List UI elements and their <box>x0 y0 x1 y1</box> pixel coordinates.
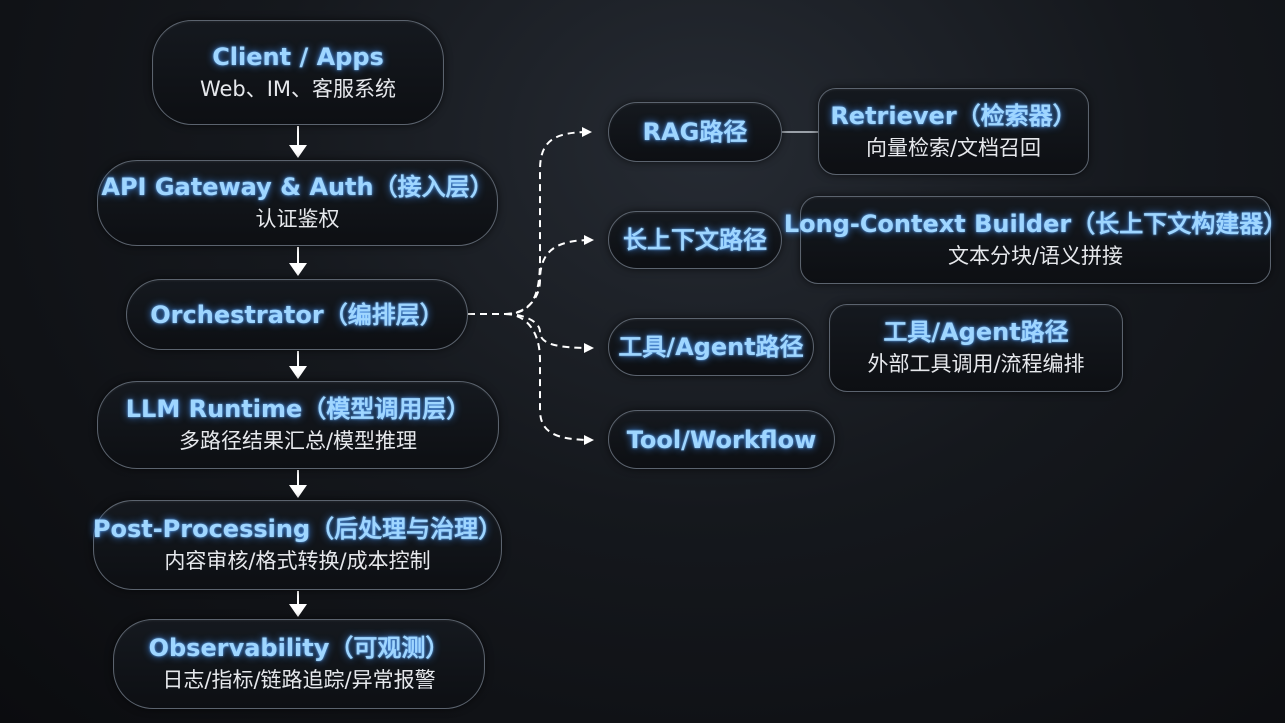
branch-connector-long-context <box>504 235 594 315</box>
long-context-builder-node: Long-Context Builder（长上下文构建器） 文本分块/语义拼接 <box>784 196 1285 284</box>
node-title: Client / Apps <box>212 42 384 71</box>
node-title: Long-Context Builder（长上下文构建器） <box>783 210 1285 239</box>
retriever-node: Retriever（检索器） 向量检索/文档召回 <box>818 88 1089 175</box>
node-title: Tool/Workflow <box>626 425 817 454</box>
agent-path-node: 工具/Agent路径 <box>608 318 814 376</box>
node-title: Post-Processing（后处理与治理） <box>92 515 503 544</box>
node-subtitle: 文本分块/语义拼接 <box>947 244 1124 269</box>
node-subtitle: 外部工具调用/流程编排 <box>867 352 1085 377</box>
node-title: Retriever（检索器） <box>830 101 1077 130</box>
long-context-path-node: 长上下文路径 <box>608 211 782 269</box>
branch-connector-workflow <box>504 313 594 445</box>
node-title: 工具/Agent路径 <box>618 333 804 361</box>
flow-arrow-1 <box>289 126 307 158</box>
flow-arrow-5 <box>289 591 307 617</box>
tool-workflow-node: Tool/Workflow <box>608 410 835 469</box>
orchestrator-node: Orchestrator（编排层） <box>126 279 468 350</box>
api-gateway-node: API Gateway & Auth（接入层） 认证鉴权 <box>97 160 498 246</box>
rag-path-node: RAG路径 <box>608 102 782 162</box>
branch-connector-agent <box>504 313 594 353</box>
node-subtitle: 内容审核/格式转换/成本控制 <box>164 549 431 574</box>
node-title: Orchestrator（编排层） <box>150 300 444 329</box>
node-title: RAG路径 <box>642 118 748 146</box>
node-title: 工具/Agent路径 <box>883 318 1069 347</box>
client-apps-node: Client / Apps Web、IM、客服系统 <box>152 20 444 125</box>
node-subtitle: 向量检索/文档召回 <box>865 135 1042 160</box>
llm-runtime-node: LLM Runtime（模型调用层） 多路径结果汇总/模型推理 <box>97 381 499 469</box>
post-processing-node: Post-Processing（后处理与治理） 内容审核/格式转换/成本控制 <box>93 500 502 590</box>
flow-arrow-4 <box>289 470 307 498</box>
node-subtitle: 多路径结果汇总/模型推理 <box>178 429 418 454</box>
observability-node: Observability（可观测） 日志/指标/链路追踪/异常报警 <box>113 619 485 709</box>
node-title: 长上下文路径 <box>623 226 767 254</box>
flow-arrow-2 <box>289 247 307 276</box>
node-subtitle: 认证鉴权 <box>255 207 340 232</box>
flow-arrow-3 <box>289 351 307 379</box>
node-title: Observability（可观测） <box>148 634 450 663</box>
node-subtitle: Web、IM、客服系统 <box>199 76 397 101</box>
node-title: LLM Runtime（模型调用层） <box>125 395 471 424</box>
node-subtitle: 日志/指标/链路追踪/异常报警 <box>162 668 436 693</box>
agent-detail-node: 工具/Agent路径 外部工具调用/流程编排 <box>829 304 1123 392</box>
node-title: API Gateway & Auth（接入层） <box>101 173 494 202</box>
